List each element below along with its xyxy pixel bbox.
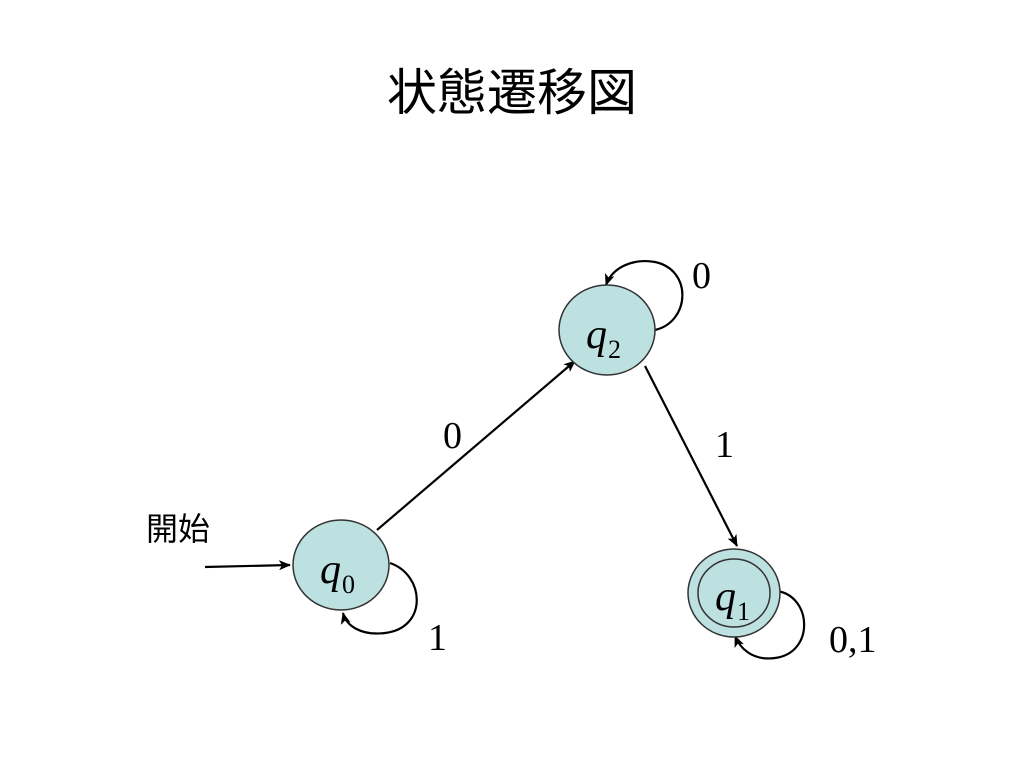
edge-q0-q2-label: 0 bbox=[443, 415, 462, 457]
self-loop-q2 bbox=[604, 260, 684, 332]
self-loop-q1 bbox=[733, 589, 806, 660]
slide-title: 状態遷移図 bbox=[387, 64, 637, 122]
edge-q2-q1 bbox=[644, 365, 738, 547]
state-q1: q 1 bbox=[687, 548, 781, 638]
edge-q2-q1-label: 1 bbox=[715, 424, 734, 466]
start-label: 開始 bbox=[146, 510, 210, 548]
state-q1-name: q bbox=[715, 574, 736, 620]
self-loop-q2-label: 0 bbox=[692, 255, 711, 297]
state-q0-sub: 0 bbox=[342, 570, 355, 599]
self-loop-q1-label: 0,1 bbox=[829, 619, 877, 661]
self-loop-q0 bbox=[340, 561, 418, 635]
state-q2-name: q bbox=[586, 312, 607, 358]
state-q1-sub: 1 bbox=[737, 597, 750, 626]
self-loop-q0-label: 1 bbox=[428, 617, 447, 659]
state-q1-accept-ring bbox=[697, 558, 771, 628]
state-q0: q 0 bbox=[292, 519, 390, 611]
edge-q0-q2 bbox=[376, 360, 576, 531]
start-arrow bbox=[204, 560, 291, 571]
state-q0-name: q bbox=[320, 547, 341, 593]
state-q2: q 2 bbox=[558, 284, 656, 376]
state-q2-sub: 2 bbox=[608, 335, 621, 364]
